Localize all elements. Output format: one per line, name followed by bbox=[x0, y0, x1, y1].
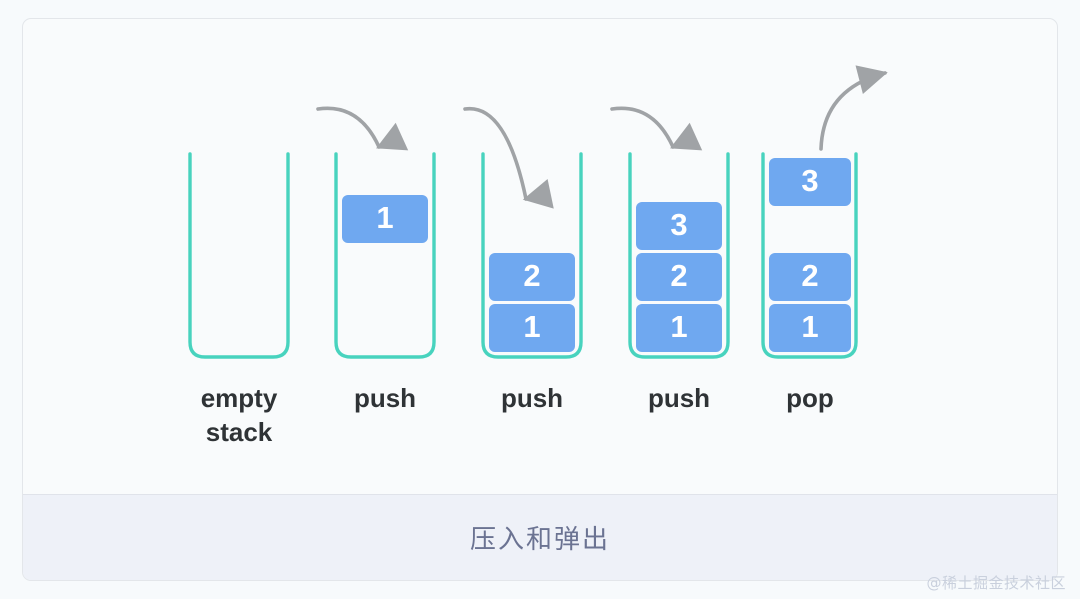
stack-block-value: 3 bbox=[670, 207, 687, 242]
stack-block: 1 bbox=[769, 304, 851, 352]
stack-block: 2 bbox=[489, 253, 575, 301]
push-arrow-icon bbox=[463, 106, 554, 209]
column-label-empty: empty bbox=[201, 383, 278, 413]
stack-diagram-svg: empty stack 1 push 2 bbox=[188, 65, 888, 447]
stack-container-outline bbox=[761, 152, 858, 359]
stack-block-value: 2 bbox=[670, 258, 687, 293]
pop-arrow-icon bbox=[819, 65, 888, 151]
stack-block: 2 bbox=[769, 253, 851, 301]
column-label-pop: pop bbox=[786, 383, 834, 413]
stack-container-outline bbox=[188, 152, 290, 359]
stack-column-push-1: 1 push bbox=[316, 106, 436, 413]
stack-block: 1 bbox=[342, 195, 428, 243]
stack-column-empty: empty stack bbox=[188, 152, 290, 447]
figure-caption: 压入和弹出 bbox=[469, 525, 610, 555]
stack-container-outline bbox=[481, 152, 583, 359]
stack-block-value: 1 bbox=[523, 309, 540, 344]
column-label-empty-line2: stack bbox=[206, 417, 273, 447]
stack-block-value: 1 bbox=[376, 200, 393, 235]
column-label-push-3: push bbox=[648, 383, 710, 413]
stack-block-value: 1 bbox=[670, 309, 687, 344]
stack-block-lifted: 3 bbox=[769, 158, 851, 206]
stack-block-value: 2 bbox=[801, 258, 818, 293]
stack-diagram: empty stack 1 push 2 bbox=[23, 19, 1057, 495]
stack-block: 1 bbox=[489, 304, 575, 352]
stack-block: 2 bbox=[636, 253, 722, 301]
stack-block-value: 2 bbox=[523, 258, 540, 293]
column-label-push-2: push bbox=[501, 383, 563, 413]
stack-block: 1 bbox=[636, 304, 722, 352]
stack-column-pop: 3 2 1 pop bbox=[761, 65, 888, 413]
push-arrow-icon bbox=[316, 106, 409, 151]
stack-container-outline bbox=[334, 152, 436, 359]
figure-caption-bar: 压入和弹出 bbox=[23, 494, 1057, 580]
stack-block: 3 bbox=[636, 202, 722, 250]
push-arrow-icon bbox=[610, 106, 703, 151]
stack-container-outline bbox=[628, 152, 730, 359]
stack-block-value: 1 bbox=[801, 309, 818, 344]
stack-block-value: 3 bbox=[801, 163, 818, 198]
column-label-push-1: push bbox=[354, 383, 416, 413]
figure-card: empty stack 1 push 2 bbox=[22, 18, 1058, 581]
watermark: @稀土掘金技术社区 bbox=[926, 574, 1066, 592]
stack-column-push-3: 3 2 1 push bbox=[610, 106, 730, 413]
stack-column-push-2: 2 1 push bbox=[463, 106, 583, 413]
